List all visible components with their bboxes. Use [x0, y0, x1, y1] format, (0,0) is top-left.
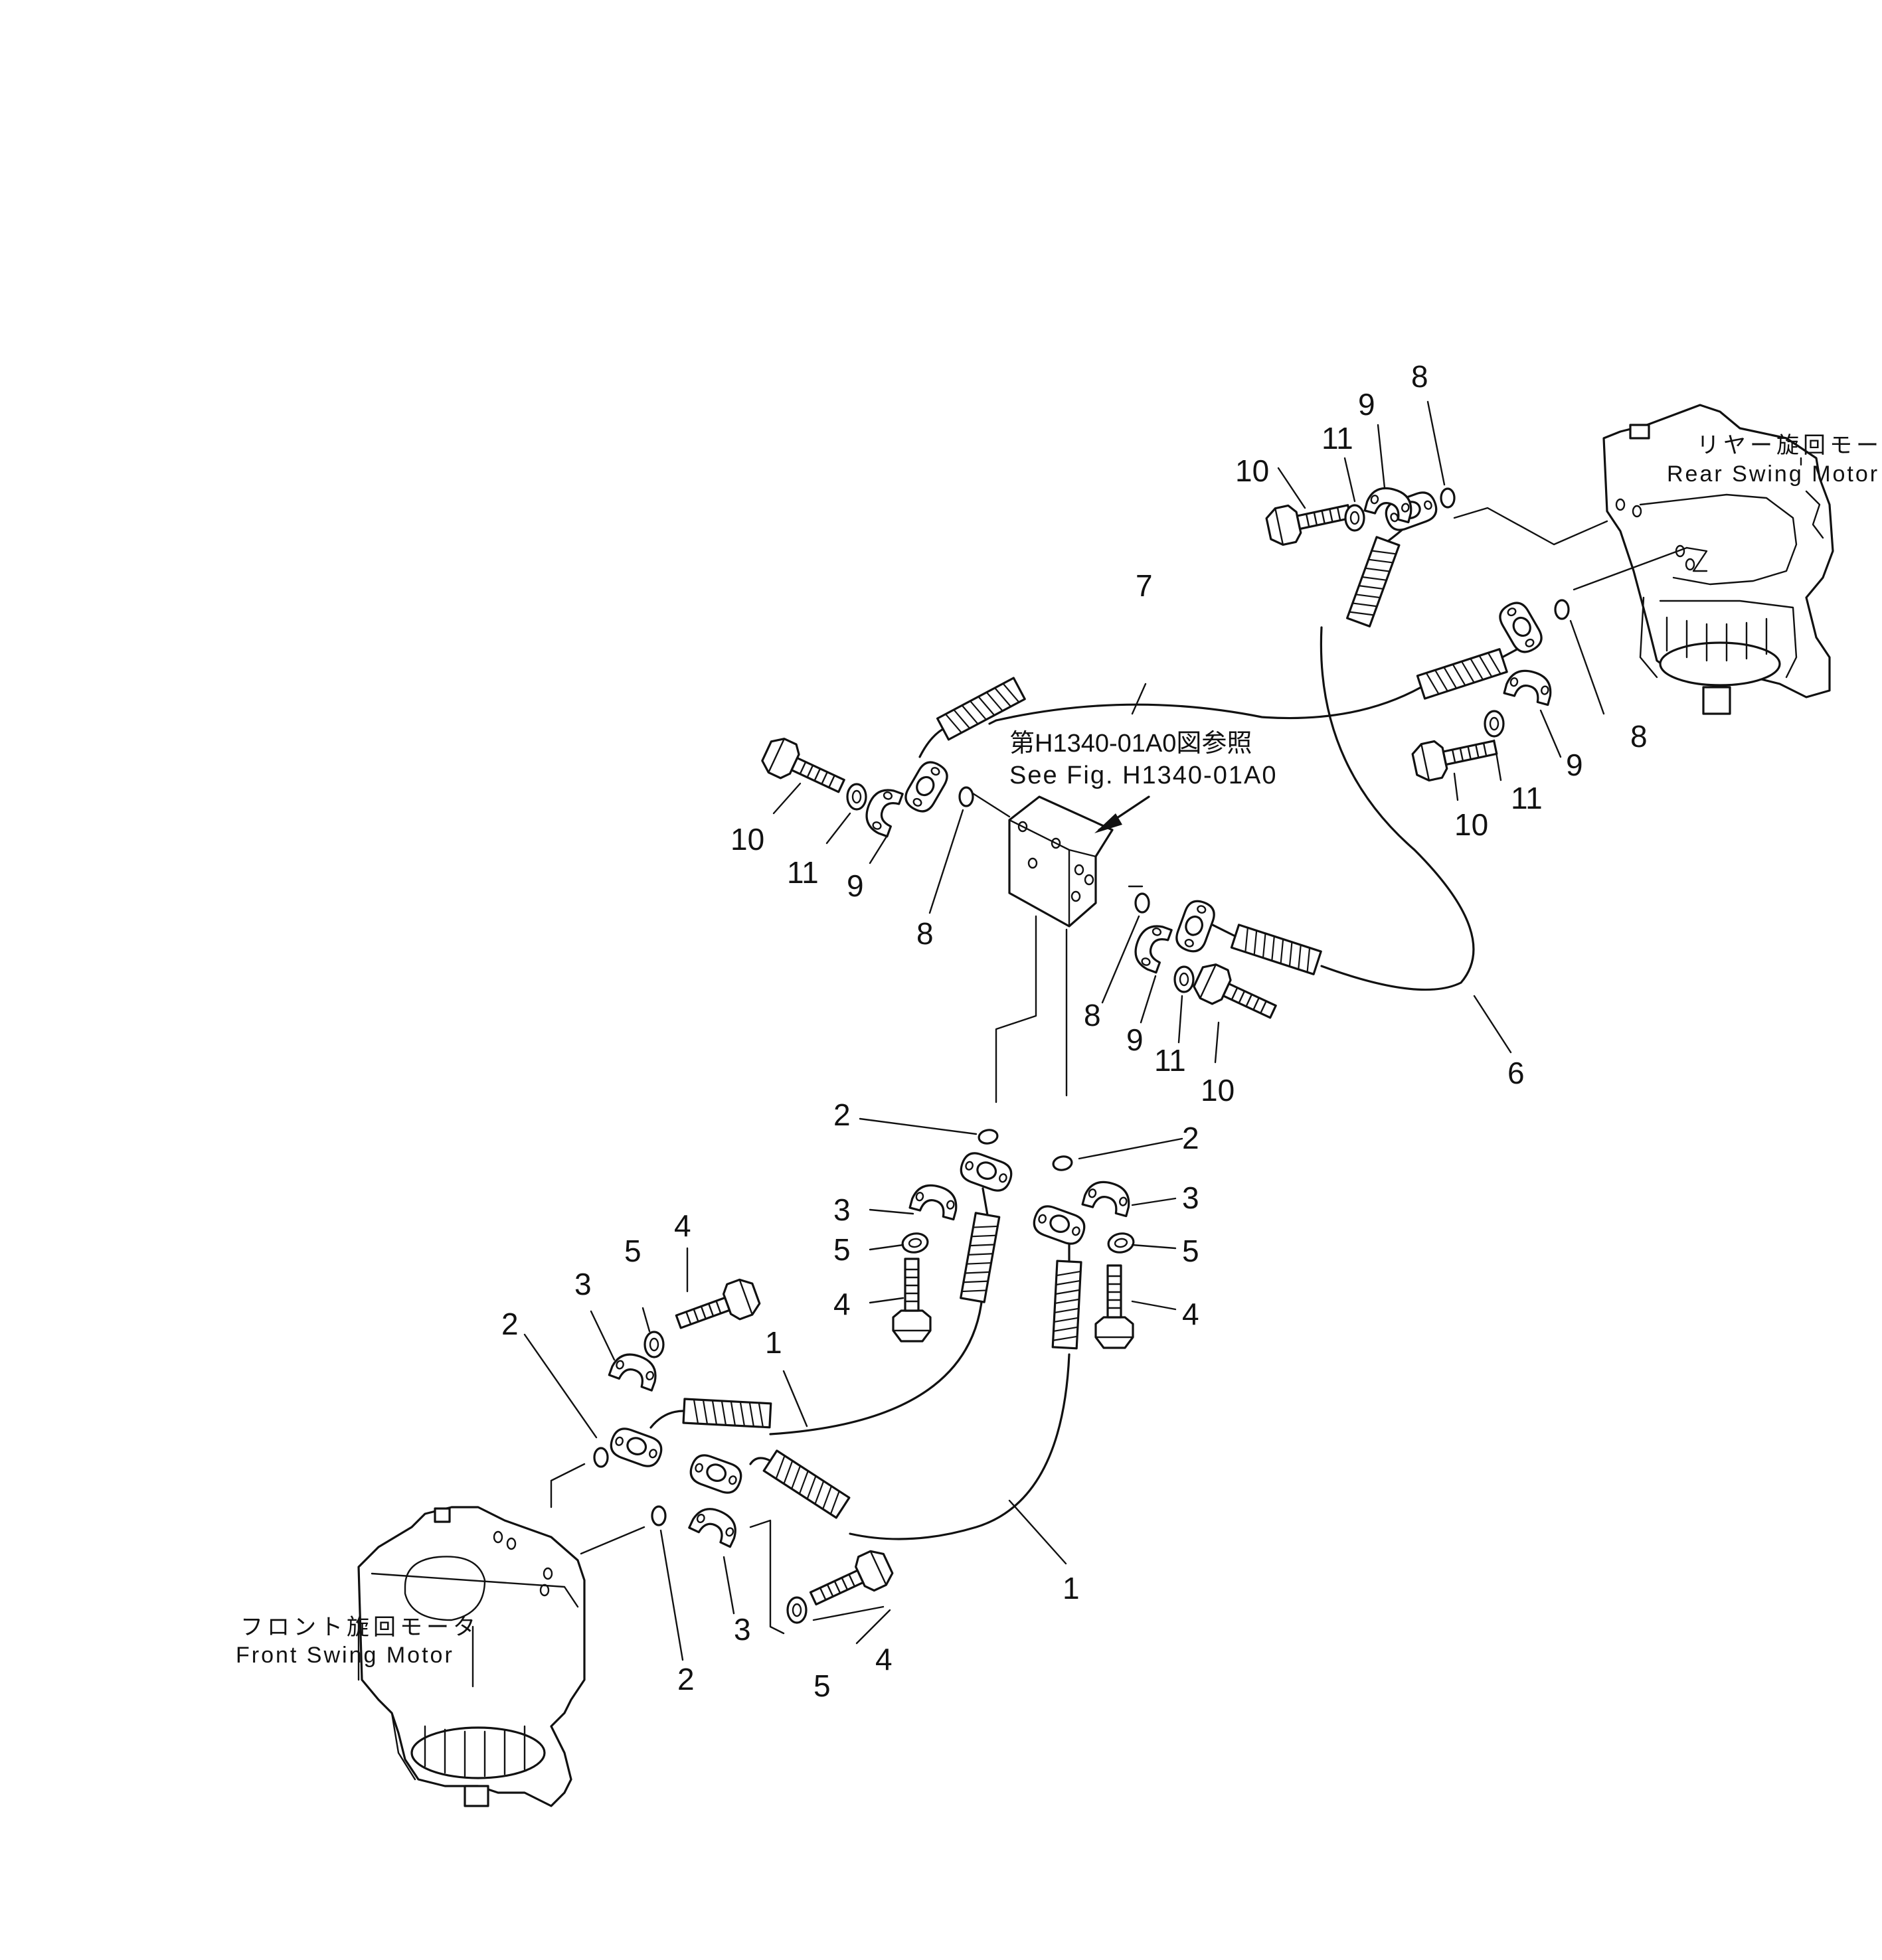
washer: [1344, 504, 1365, 532]
clamp: [688, 1501, 743, 1548]
hose-6: [1320, 626, 1475, 991]
washer: [643, 1331, 665, 1358]
callout-9: 9: [847, 868, 864, 903]
o-ring: [593, 1447, 609, 1468]
washer: [1484, 710, 1505, 738]
callout-5: 5: [833, 1232, 851, 1267]
o-ring: [651, 1505, 667, 1526]
hose-flange: [606, 1424, 666, 1471]
bolt: [1189, 959, 1282, 1030]
callout-1: 1: [765, 1325, 782, 1360]
hose-sleeve: [1051, 1260, 1082, 1350]
bolt: [1264, 492, 1355, 548]
front-motor-label-en: Front Swing Motor: [236, 1643, 454, 1668]
callout-3: 3: [574, 1267, 592, 1301]
hose-flange: [900, 756, 953, 817]
hose-sleeve: [1346, 536, 1401, 627]
hose-sleeve: [1230, 924, 1322, 975]
reference-text-en: See Fig. H1340-01A0: [1009, 762, 1277, 789]
callout-2: 2: [1182, 1121, 1199, 1155]
callout-9: 9: [1358, 387, 1375, 422]
callout-2: 2: [677, 1662, 695, 1696]
hose-flange: [1494, 597, 1547, 658]
o-ring: [1134, 892, 1150, 914]
callout-4: 4: [875, 1642, 893, 1676]
bolt: [671, 1275, 764, 1341]
rear-motor-label-jp: リヤー旋回モータ: [1697, 433, 1882, 458]
callout-11: 11: [787, 855, 819, 890]
hose-sleeve: [762, 1449, 851, 1519]
hose-flange: [686, 1450, 746, 1498]
hose-1-upper: [769, 1287, 984, 1435]
clamp: [1503, 665, 1557, 706]
callout-8: 8: [1630, 719, 1648, 754]
connector-block: [1008, 795, 1114, 928]
hose-sleeve: [1416, 648, 1508, 700]
bolt: [892, 1258, 932, 1343]
washer: [900, 1230, 930, 1256]
clamp: [908, 1179, 962, 1221]
o-ring: [1051, 1154, 1074, 1173]
callout-4: 4: [674, 1208, 691, 1243]
hose-flange: [1029, 1201, 1089, 1249]
reference-arrow: [1094, 795, 1150, 833]
callout-9: 9: [1126, 1022, 1144, 1057]
callout-10: 10: [730, 822, 764, 857]
callout-10: 10: [1235, 453, 1269, 488]
callout-11: 11: [1322, 421, 1353, 455]
hose-flange: [1171, 896, 1219, 956]
callout-10: 10: [1454, 807, 1488, 842]
washer: [846, 783, 867, 811]
callouts: 8 9 11 10 8 9 11 10 7 10 11 9 8 8 9 11 1…: [501, 359, 1648, 1703]
callout-11: 11: [1154, 1043, 1186, 1078]
clamp: [1081, 1176, 1135, 1218]
washer: [786, 1596, 808, 1624]
bolt: [1094, 1264, 1134, 1349]
clamp: [1128, 919, 1173, 974]
rear-swing-motor: [1602, 404, 1834, 715]
reference-text-jp: 第H1340-01A0図参照: [1009, 730, 1252, 758]
hose-flange: [956, 1148, 1016, 1196]
bolt: [758, 733, 851, 804]
callout-8: 8: [1411, 359, 1428, 394]
leader-lines: [523, 400, 1605, 1661]
callout-2: 2: [833, 1098, 851, 1132]
callout-1: 1: [1063, 1571, 1080, 1605]
callout-6: 6: [1507, 1056, 1525, 1090]
callout-3: 3: [734, 1612, 751, 1647]
callout-2: 2: [501, 1307, 519, 1341]
washer: [1173, 965, 1195, 993]
callout-9: 9: [1566, 748, 1583, 782]
hose-sleeve: [682, 1398, 772, 1429]
callout-5: 5: [1182, 1234, 1199, 1268]
rear-motor-label-en: Rear Swing Motor: [1667, 461, 1879, 487]
callout-8: 8: [916, 916, 934, 951]
front-swing-motor: [357, 1506, 586, 1807]
o-ring: [1440, 487, 1456, 509]
callout-3: 3: [1182, 1181, 1199, 1215]
hose-7: [988, 686, 1422, 725]
callout-11: 11: [1511, 781, 1543, 815]
callout-5: 5: [813, 1669, 831, 1703]
port-lines: [550, 507, 1708, 1635]
washer: [1106, 1230, 1136, 1256]
hose-1-lower: [849, 1353, 1070, 1540]
o-ring: [958, 786, 974, 807]
callout-3: 3: [833, 1192, 851, 1227]
callout-4: 4: [833, 1287, 851, 1321]
hose-sleeve: [960, 1212, 1001, 1303]
front-motor-label-jp: フロント旋回モータ: [240, 1615, 479, 1640]
clamp: [859, 783, 904, 838]
o-ring: [976, 1127, 1000, 1146]
bolt: [804, 1545, 897, 1617]
callout-5: 5: [624, 1234, 642, 1268]
callout-4: 4: [1182, 1297, 1199, 1331]
callout-8: 8: [1084, 998, 1101, 1032]
callout-7: 7: [1136, 568, 1153, 603]
o-ring: [1554, 599, 1570, 620]
callout-10: 10: [1201, 1073, 1235, 1107]
